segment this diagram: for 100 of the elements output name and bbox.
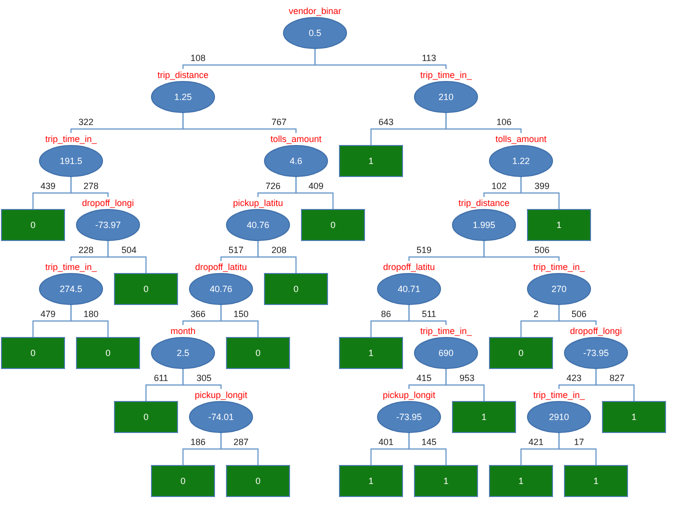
leaf-box: 1 <box>414 465 478 497</box>
leaf-box: 1 <box>564 465 628 497</box>
leaf-box: 0 <box>76 337 140 369</box>
sample-count: 511 <box>420 309 438 320</box>
split-value: 1.995 <box>472 219 496 231</box>
leaf-box: 1 <box>339 145 403 177</box>
sample-count: 186 <box>189 437 207 448</box>
sample-count: 322 <box>77 117 95 128</box>
tree-branch-line <box>558 305 597 325</box>
sample-count: 827 <box>608 373 626 384</box>
split-value: 191.5 <box>60 155 82 167</box>
leaf-box: 1 <box>489 465 553 497</box>
sample-count: 643 <box>377 117 395 128</box>
split-value: 274.5 <box>60 283 82 295</box>
feature-name: dropoff_latitu <box>194 261 248 273</box>
feature-name: dropoff_longi <box>81 197 135 209</box>
tree-branch-line <box>595 369 635 401</box>
split-value: 40.76 <box>210 283 232 295</box>
sample-count: 113 <box>420 53 438 64</box>
feature-name: trip_distance <box>457 197 511 209</box>
tree-branch-line <box>107 241 147 273</box>
sample-count: 287 <box>232 437 250 448</box>
feature-name: dropoff_longi <box>569 325 623 337</box>
sample-count: 150 <box>232 309 250 320</box>
tree-branch-line <box>182 369 222 389</box>
sample-count: 278 <box>82 181 100 192</box>
sample-count: 399 <box>533 181 551 192</box>
tree-branch-line <box>408 433 447 465</box>
sample-count: 506 <box>570 309 588 320</box>
leaf-box: 0 <box>301 209 365 241</box>
split-value: 270 <box>551 283 567 295</box>
feature-name: tolls_amount <box>494 133 548 145</box>
sample-count: 108 <box>189 53 207 64</box>
feature-name: pickup_longit <box>194 389 248 401</box>
sample-count: 305 <box>195 373 213 384</box>
split-value: -73.95 <box>583 347 609 359</box>
feature-name: tolls_amount <box>269 133 323 145</box>
leaf-box: 0 <box>114 273 178 305</box>
tree-branch-line <box>70 177 109 197</box>
feature-name: trip_time_in_ <box>532 389 586 401</box>
feature-name: trip_time_in_ <box>532 261 586 273</box>
tree-branch-line <box>257 241 297 273</box>
split-value: 40.76 <box>246 219 270 231</box>
feature-name: month <box>169 325 196 337</box>
sample-count: 228 <box>77 245 95 256</box>
sample-count: 611 <box>152 373 170 384</box>
split-value: 40.71 <box>398 283 420 295</box>
tree-branch-line <box>558 433 597 465</box>
leaf-box: 0 <box>489 337 553 369</box>
tree-branch-line <box>314 49 447 69</box>
feature-name: trip_time_in_ <box>419 325 473 337</box>
split-value: 690 <box>438 347 454 359</box>
sample-count: 208 <box>270 245 288 256</box>
sample-count: 504 <box>120 245 138 256</box>
feature-name: trip_distance <box>156 69 210 81</box>
sample-count: 145 <box>420 437 438 448</box>
sample-count: 726 <box>264 181 282 192</box>
leaf-box: 0 <box>226 337 290 369</box>
tree-branch-line <box>445 369 485 401</box>
split-value: 4.6 <box>290 155 302 167</box>
feature-name: trip_time_in_ <box>44 261 98 273</box>
split-value: -73.97 <box>95 219 121 231</box>
split-value: 210 <box>438 91 454 103</box>
feature-name: pickup_longit <box>382 389 436 401</box>
tree-branch-line <box>220 433 259 465</box>
split-value: -74.01 <box>208 411 234 423</box>
tree-branch-line <box>483 241 560 261</box>
feature-name: vendor_binar <box>288 5 342 17</box>
sample-count: 409 <box>307 181 325 192</box>
sample-count: 517 <box>227 245 245 256</box>
sample-count: 479 <box>39 309 57 320</box>
tree-branch-line <box>182 113 297 133</box>
sample-count: 506 <box>533 245 551 256</box>
tree-branch-line <box>408 305 447 325</box>
feature-name: pickup_latitu <box>232 197 284 209</box>
leaf-box: 0 <box>264 273 328 305</box>
sample-count: 180 <box>82 309 100 320</box>
leaf-box: 0 <box>151 465 215 497</box>
leaf-box: 1 <box>527 209 591 241</box>
sample-count: 519 <box>415 245 433 256</box>
feature-name: dropoff_latitu <box>382 261 436 273</box>
sample-count: 421 <box>527 437 545 448</box>
split-value: -73.95 <box>396 411 422 423</box>
tree-branch-line <box>220 305 259 337</box>
leaf-box: 0 <box>1 209 65 241</box>
leaf-box: 1 <box>602 401 666 433</box>
tree-branch-line <box>520 177 560 209</box>
split-value: 2.5 <box>176 347 190 359</box>
sample-count: 366 <box>189 309 207 320</box>
leaf-box: 0 <box>226 465 290 497</box>
leaf-box: 1 <box>339 337 403 369</box>
sample-count: 953 <box>458 373 476 384</box>
leaf-box: 1 <box>452 401 516 433</box>
sample-count: 106 <box>495 117 513 128</box>
split-value: 1.25 <box>174 91 192 103</box>
sample-count: 415 <box>415 373 433 384</box>
sample-count: 401 <box>377 437 395 448</box>
split-value: 0.5 <box>308 27 322 39</box>
sample-count: 423 <box>565 373 583 384</box>
sample-count: 439 <box>39 181 57 192</box>
